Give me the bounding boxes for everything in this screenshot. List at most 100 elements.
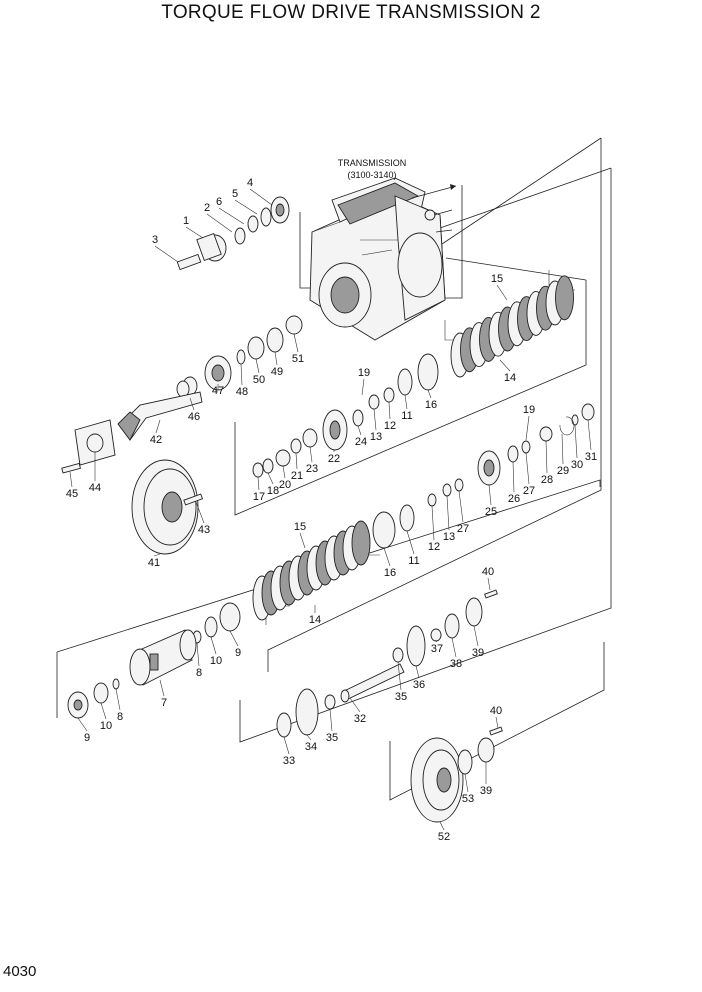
pinion-shaft — [61, 391, 203, 474]
callout-c11a: 11 — [401, 410, 412, 422]
leader-line-c34 — [306, 734, 312, 741]
leader-line-c13a — [373, 408, 377, 431]
leader-line-c39a — [473, 625, 479, 647]
leader-line-c36 — [415, 665, 420, 679]
callout-c34: 34 — [305, 741, 317, 753]
leader-line-c51 — [293, 333, 299, 353]
gear-52-group — [410, 726, 503, 823]
leader-line-c4 — [249, 188, 273, 206]
callout-c42: 42 — [150, 434, 162, 446]
bottom-left-parts — [67, 678, 120, 719]
gear-22 — [322, 409, 348, 451]
leader-line-c33 — [283, 736, 290, 755]
callout-c1: 1 — [183, 215, 189, 227]
callout-c14b: 14 — [309, 614, 321, 626]
callout-c8b: 8 — [117, 711, 123, 723]
leader-line-c14a — [499, 359, 511, 372]
leader-line-c19b — [525, 415, 530, 441]
callout-c3: 3 — [152, 234, 158, 246]
leader-line-c48 — [240, 363, 243, 386]
leader-line-c9a — [229, 630, 239, 647]
callout-c14a: 14 — [504, 372, 516, 384]
ring-gear — [131, 459, 204, 555]
assembly-label-range: (3100-3140) — [347, 170, 396, 180]
callout-c53: 53 — [462, 793, 474, 805]
leader-line-c12b — [431, 505, 435, 541]
callout-c24: 24 — [355, 436, 367, 448]
clutch-disc — [555, 275, 574, 321]
leader-line-c2 — [206, 213, 233, 233]
leader-line-c15a — [496, 284, 508, 301]
callout-c32: 32 — [354, 713, 366, 725]
leader-line-c17 — [257, 476, 260, 491]
callout-c52: 52 — [438, 831, 450, 843]
leader-line-c3 — [154, 245, 179, 263]
callout-c36: 36 — [413, 679, 425, 691]
callout-c22: 22 — [328, 453, 340, 465]
leader-line-c50 — [255, 358, 260, 374]
clutch-pack-lower — [252, 520, 380, 625]
leader-line-c1 — [185, 226, 204, 239]
callout-c20: 20 — [279, 479, 291, 491]
leader-line-c19a — [361, 378, 365, 396]
middle-shaft-parts — [352, 353, 439, 427]
callout-c40a: 40 — [482, 566, 494, 578]
callout-c50: 50 — [253, 374, 265, 386]
callout-c51: 51 — [292, 353, 304, 365]
callout-c12a: 12 — [384, 420, 396, 432]
callout-c45: 45 — [66, 488, 78, 500]
input-parts-group — [176, 196, 290, 271]
frame-lines — [56, 137, 612, 801]
callout-c17: 17 — [253, 491, 265, 503]
callout-c10a: 10 — [210, 655, 222, 667]
output-shaft — [276, 589, 498, 738]
callout-c31: 31 — [585, 451, 597, 463]
small-parts-17-23 — [252, 428, 318, 478]
callout-c44: 44 — [89, 482, 101, 494]
leader-line-c12a — [388, 401, 391, 420]
leader-line-c43 — [195, 501, 205, 524]
leader-line-c28 — [545, 440, 548, 474]
leader-line-c13b — [446, 495, 450, 531]
leader-line-c45 — [69, 471, 73, 488]
leader-line-c35a — [397, 661, 402, 691]
leader-line-c53 — [464, 773, 469, 793]
callout-c8a: 8 — [196, 667, 202, 679]
callout-c19b: 19 — [523, 404, 535, 416]
callout-c46: 46 — [188, 411, 200, 423]
callout-c35b: 35 — [326, 732, 338, 744]
callout-c26: 26 — [508, 493, 520, 505]
callout-c23: 23 — [306, 463, 318, 475]
page-number: 4030 — [3, 963, 37, 980]
leader-line-c16b — [383, 547, 391, 567]
callout-c37: 37 — [431, 643, 443, 655]
leader-line-c10a — [210, 636, 217, 655]
leader-line-c25 — [488, 484, 492, 506]
leader-line-c15b — [299, 532, 306, 549]
callout-c16a: 16 — [425, 399, 437, 411]
clutch-disc — [351, 520, 371, 566]
leader-line-c35b — [329, 708, 333, 732]
leader-line-c49 — [274, 351, 278, 366]
callout-c28: 28 — [541, 474, 553, 486]
leader-line-c10b — [100, 702, 107, 720]
callout-c10b: 10 — [100, 720, 112, 732]
callout-c12b: 12 — [428, 541, 440, 553]
clutch-pack-upper — [444, 270, 575, 378]
leader-line-c38 — [451, 637, 457, 658]
leader-line-c32 — [349, 697, 361, 713]
leader-line-c27b — [458, 490, 464, 523]
callout-c9a: 9 — [235, 647, 241, 659]
callout-c30: 30 — [571, 459, 583, 471]
leader-line-c21 — [295, 452, 298, 470]
leader-line-c37 — [435, 640, 438, 643]
callout-c15a: 15 — [491, 273, 503, 285]
callout-c19a: 19 — [358, 367, 370, 379]
callout-c9b: 9 — [84, 732, 90, 744]
leader-line-c8a — [196, 642, 200, 667]
callout-c35a: 35 — [395, 691, 407, 703]
leader-line-c42 — [155, 419, 161, 434]
